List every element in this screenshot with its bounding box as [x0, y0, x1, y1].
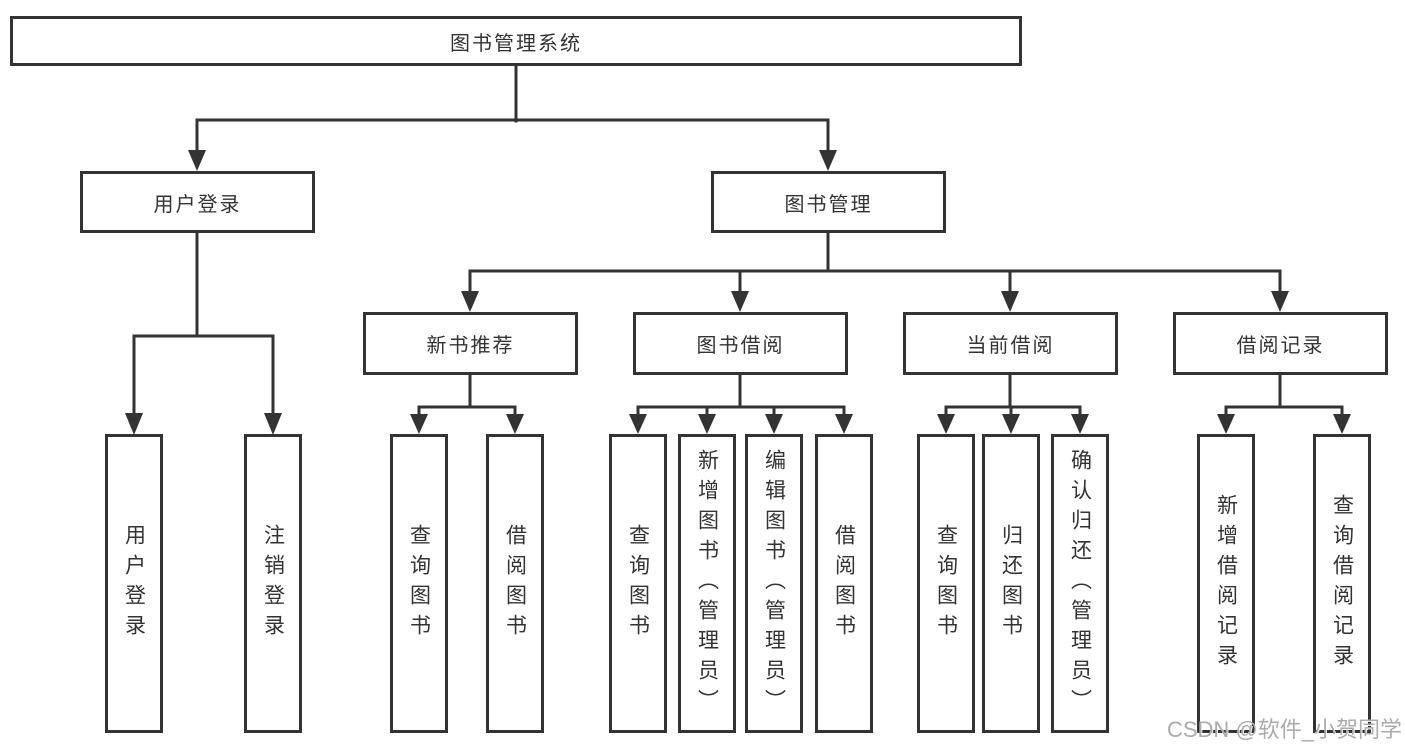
leaf-add-borrow-record: 新增借阅记录 [1197, 434, 1255, 733]
node-user-login: 用户登录 [80, 171, 315, 233]
node-current-borrow: 当前借阅 [903, 312, 1118, 375]
leaf-query-borrow-record: 查询借阅记录 [1313, 434, 1371, 733]
csdn-watermark: CSDN @软件_小贺同学 [1166, 717, 1402, 742]
leaf-edit-book-admin-label: 编辑图书（管理员） [762, 448, 786, 719]
leaf-logout-label: 注销登录 [261, 523, 285, 644]
node-root-label: 图书管理系统 [450, 32, 582, 55]
leaf-edit-book-admin: 编辑图书（管理员） [745, 434, 803, 733]
node-borrow-records-label: 借阅记录 [1236, 335, 1325, 357]
leaf-current-query-book: 查询图书 [917, 434, 975, 733]
node-current-borrow-label: 当前借阅 [966, 335, 1055, 357]
node-book-management: 图书管理 [711, 171, 946, 233]
node-book-borrow-label: 图书借阅 [696, 335, 785, 357]
leaf-recommend-query-book: 查询图书 [390, 434, 448, 733]
leaf-return-book-label: 归还图书 [999, 523, 1023, 644]
leaf-add-book-admin-label: 新增图书（管理员） [695, 448, 719, 719]
leaf-return-book: 归还图书 [982, 434, 1040, 733]
leaf-recommend-borrow-book: 借阅图书 [486, 434, 544, 733]
leaf-add-borrow-record-label: 新增借阅记录 [1214, 493, 1238, 674]
node-new-book-recommend: 新书推荐 [363, 312, 578, 375]
leaf-borrow-book: 借阅图书 [815, 434, 873, 733]
leaf-borrow-query-book: 查询图书 [609, 434, 667, 733]
leaf-user-login-label: 用户登录 [122, 523, 146, 644]
leaf-add-book-admin: 新增图书（管理员） [678, 434, 736, 733]
node-user-login-label: 用户登录 [153, 193, 242, 216]
leaf-recommend-borrow-book-label: 借阅图书 [503, 523, 527, 644]
leaf-recommend-query-book-label: 查询图书 [407, 523, 431, 644]
node-borrow-records: 借阅记录 [1173, 312, 1388, 375]
node-book-borrow: 图书借阅 [633, 312, 848, 375]
node-root: 图书管理系统 [10, 16, 1022, 66]
leaf-confirm-return-admin-label: 确认归还（管理员） [1068, 448, 1092, 719]
leaf-user-login: 用户登录 [105, 434, 163, 733]
leaf-borrow-query-book-label: 查询图书 [626, 523, 650, 644]
node-book-management-label: 图书管理 [784, 193, 873, 216]
leaf-logout: 注销登录 [244, 434, 302, 733]
node-new-book-recommend-label: 新书推荐 [426, 335, 515, 357]
leaf-borrow-book-label: 借阅图书 [832, 523, 856, 644]
leaf-query-borrow-record-label: 查询借阅记录 [1330, 493, 1354, 674]
leaf-current-query-book-label: 查询图书 [934, 523, 958, 644]
leaf-confirm-return-admin: 确认归还（管理员） [1051, 434, 1109, 733]
